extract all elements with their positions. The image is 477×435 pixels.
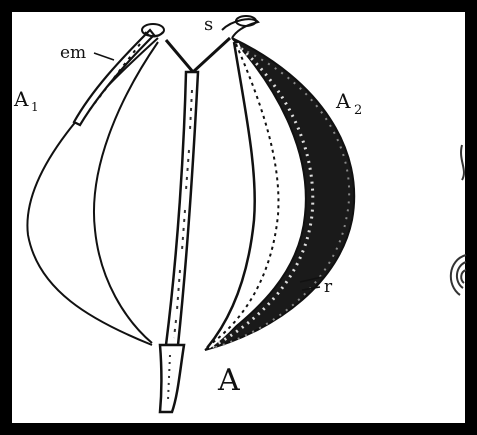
stigma-tops (142, 16, 258, 38)
partial-adjacent-figure (451, 145, 466, 295)
label-em-leader (94, 53, 114, 60)
label-r: r (324, 277, 333, 297)
valve-a1 (27, 30, 158, 345)
label-a2-subscript: 2 (354, 103, 362, 118)
label-s: s (204, 14, 213, 35)
label-a2: A (335, 89, 351, 113)
figure-label: A (217, 363, 240, 398)
label-em: em (60, 43, 86, 63)
label-a1-subscript: 1 (31, 100, 39, 114)
valve-a2 (205, 38, 354, 350)
label-a1: A (13, 87, 29, 111)
central-stalk (160, 38, 230, 412)
